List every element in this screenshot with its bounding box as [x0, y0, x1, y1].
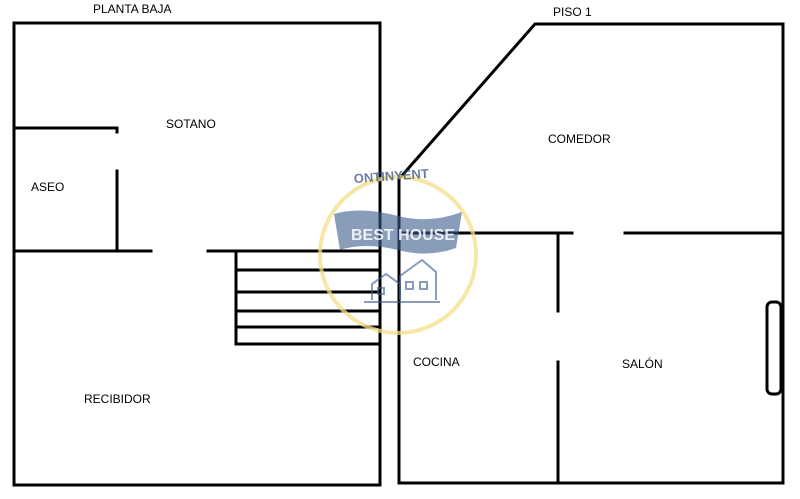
ground-floor-title: PLANTA BAJA: [93, 2, 171, 16]
watermark-logo: ONTINYENT BEST HOUSE: [318, 166, 478, 335]
first-floor-title: PISO 1: [553, 5, 592, 19]
room-label-cocina: COCINA: [413, 355, 460, 369]
ground-floor-plan: PLANTA BAJA SOTANO ASEO RECIBIDOR: [12, 2, 382, 487]
room-label-salon: SALÓN: [622, 356, 663, 371]
salon-wall-fixture: [765, 300, 783, 396]
first-floor-outline: [396, 22, 785, 485]
room-label-aseo: ASEO: [31, 180, 64, 194]
watermark-ring: [318, 175, 478, 335]
house-icon: [364, 258, 440, 303]
watermark-town: ONTINYENT: [353, 166, 429, 186]
staircase: [234, 249, 382, 346]
ground-floor-outline: [12, 21, 382, 487]
first-floor-plan: PISO 1 COMEDOR COCINA SALÓN: [396, 5, 785, 485]
room-label-sotano: SOTANO: [166, 117, 216, 131]
room-label-comedor: COMEDOR: [548, 132, 611, 146]
room-label-recibidor: RECIBIDOR: [84, 392, 151, 406]
watermark-brand: BEST HOUSE: [351, 227, 455, 244]
watermark-banner: [334, 210, 462, 254]
